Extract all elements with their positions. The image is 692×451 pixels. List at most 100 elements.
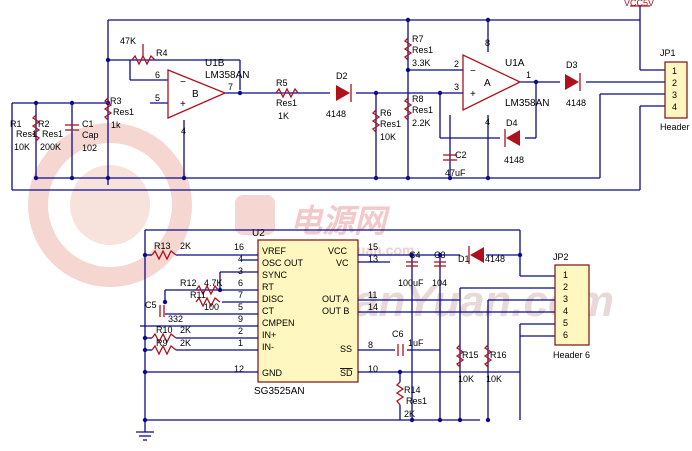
- junction: [457, 417, 463, 423]
- header-jp1-pin: 1: [672, 66, 677, 76]
- diode-d2-value: 4148: [326, 109, 346, 119]
- resistor-r16-ref: R16: [490, 350, 507, 360]
- ic-u2-pin-num: 3: [238, 266, 243, 276]
- watermark-ring-inner: [70, 165, 150, 245]
- capacitor-c3-value: 104: [432, 278, 447, 288]
- opamp-u1a: − + A 2 3 1 4 8 U1A LM358AN: [450, 38, 549, 127]
- ic-u2-body: [257, 239, 359, 383]
- ic-u2-pin-num: 12: [234, 364, 244, 374]
- junction: [409, 417, 415, 423]
- header-jp2-pin: 1: [563, 270, 568, 280]
- ic-u2-pin-name: SS: [340, 344, 352, 354]
- opamp-u1a-letter: A: [484, 78, 491, 89]
- resistor-r15-ref: R15: [462, 350, 479, 360]
- header-jp2-body: [554, 264, 590, 346]
- header-jp2-ref: JP2: [553, 252, 569, 262]
- header-jp2: JP2 1 2 3 4 5 6 Header 6: [553, 252, 590, 360]
- header-jp1-body: [664, 61, 688, 119]
- junction: [105, 57, 111, 63]
- resistor-r2-ref: R2: [38, 119, 50, 129]
- capacitor-c4-ref: C4: [409, 250, 421, 260]
- ic-u2-pin-num: 10: [368, 364, 378, 374]
- junction: [142, 335, 148, 341]
- opamp-u1a-minus: −: [470, 66, 476, 77]
- ic-u2-pin-name: CT: [262, 306, 274, 316]
- resistor-r9-ref: R9: [156, 338, 168, 348]
- diode-d4-symbol: [506, 130, 520, 146]
- watermark-ring-outer: [28, 123, 192, 287]
- vcc-label: VCC5V: [624, 0, 654, 8]
- ic-u2-pin-name: GND: [262, 368, 283, 378]
- capacitor-c6-ref: C6: [392, 329, 404, 339]
- diode-d1-symbol: [470, 247, 484, 263]
- junction: [69, 175, 75, 181]
- capacitor-c1-value: 102: [82, 143, 97, 153]
- junction: [485, 175, 491, 181]
- resistor-r3-type: Res1: [113, 107, 134, 117]
- capacitor-c4-value: 100uF: [398, 278, 424, 288]
- capacitor-c2-ref: C2: [455, 150, 467, 160]
- lower-wires: [136, 229, 555, 441]
- resistor-r5: R5 Res1 1K: [275, 78, 299, 121]
- resistor-r14: R14 Res1 2K: [395, 381, 427, 419]
- resistor-r8-symbol: [403, 97, 413, 121]
- ic-u2-pin-name: IN+: [262, 330, 276, 340]
- header-jp2-pin: 6: [563, 330, 568, 340]
- capacitor-c3: C3 104: [432, 250, 447, 288]
- opamp-u1b-pin-inv: 6: [155, 70, 160, 80]
- resistor-r14-symbol: [395, 381, 405, 406]
- resistor-r7-symbol: [403, 37, 413, 61]
- ic-u2-pin-name: IN-: [262, 342, 274, 352]
- ic-u2-part: SG3525AN: [254, 386, 305, 397]
- opamp-u1a-pin-vcc: 8: [485, 38, 490, 48]
- diode-d3: D3 4148: [565, 60, 586, 108]
- ic-u2-pin-num: 1: [238, 338, 243, 348]
- opamp-u1a-ref: U1A: [505, 58, 525, 69]
- header-jp1-pin: 4: [672, 102, 677, 112]
- ic-u2-pin-num: 8: [368, 340, 373, 350]
- resistor-r14-type: Res1: [406, 396, 427, 406]
- ic-u2: U2 SG3525AN VREF OSC OUT SYNC RT DISC CT…: [234, 228, 378, 397]
- ic-u2-pin-num: 6: [238, 278, 243, 288]
- diode-d1-ref: D1: [458, 254, 470, 264]
- resistor-r7: R7 Res1 3.3K: [403, 34, 433, 68]
- capacitor-c5: C5 332: [145, 300, 183, 324]
- resistor-r10-value: 2K: [180, 325, 191, 335]
- resistor-r12-ref: R12: [180, 278, 197, 288]
- opamp-u1a-part: LM358AN: [505, 98, 549, 109]
- ic-u2-pin-num: 7: [238, 290, 243, 300]
- resistor-r5-ref: R5: [276, 78, 288, 88]
- watermark-plug-icon: [235, 195, 275, 235]
- resistor-r11-value: 100: [204, 302, 219, 312]
- junction: [373, 90, 379, 96]
- resistor-r4-value: 47K: [120, 36, 136, 46]
- resistor-r12-symbol: [195, 284, 219, 296]
- opamp-u1b-ref: U1B: [205, 58, 225, 69]
- resistor-r3-value: 1k: [111, 120, 121, 130]
- opamp-u1b-pin-noninv: 5: [155, 93, 160, 103]
- diode-d2: D2 4148: [326, 71, 352, 119]
- resistor-r13-value: 2K: [180, 241, 191, 251]
- capacitor-c5-value: 332: [168, 314, 183, 324]
- opamp-u1b-minus: −: [180, 77, 186, 88]
- resistor-r11: R11 100: [190, 290, 221, 312]
- resistor-r15-value: 10K: [458, 374, 474, 384]
- junction: [217, 287, 223, 293]
- ic-u2-pin-num: 5: [238, 302, 243, 312]
- resistor-r1-value: 10K: [14, 142, 30, 152]
- junction: [33, 100, 39, 106]
- junction: [105, 175, 111, 181]
- capacitor-c2-value: 47uF: [445, 168, 466, 178]
- junction: [69, 100, 75, 106]
- ic-u2-pin-name: SYNC: [262, 270, 288, 280]
- header-jp2-pin: 3: [563, 294, 568, 304]
- resistor-r6: R6 Res1 10K: [371, 108, 401, 142]
- junction: [437, 252, 443, 258]
- ic-u2-pin-num: 11: [368, 290, 377, 300]
- junction: [142, 347, 148, 353]
- header-jp2-pin: 5: [563, 318, 568, 328]
- resistor-r12-value: 4.7K: [204, 278, 223, 288]
- resistor-r13-ref: R13: [154, 241, 171, 251]
- junction: [181, 175, 187, 181]
